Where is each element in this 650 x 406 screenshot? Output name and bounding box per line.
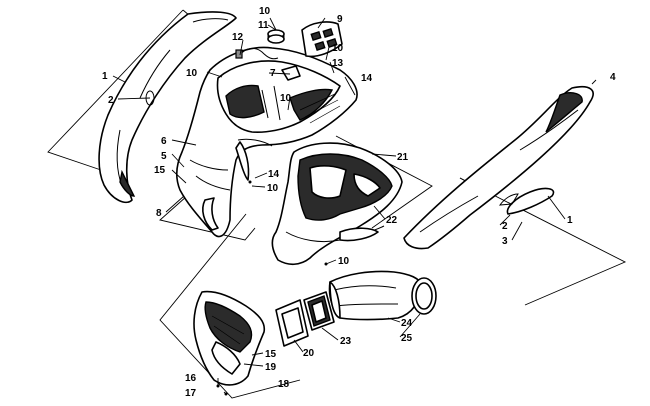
grommet <box>267 29 285 44</box>
headlight-housing <box>301 21 343 58</box>
left-side-panel <box>98 11 237 204</box>
callout-16: 16 <box>185 373 197 384</box>
callout-12: 12 <box>232 32 244 43</box>
air-duct-24 <box>328 270 423 321</box>
callout-22: 22 <box>386 215 398 226</box>
callout-1-left: 1 <box>102 71 108 82</box>
lower-grille-bracket <box>159 213 301 399</box>
callout-10-top: 10 <box>259 6 271 17</box>
callout-10-left: 10 <box>186 68 198 79</box>
callout-14-lower: 14 <box>268 169 280 180</box>
callout-10-right: 10 <box>332 43 344 54</box>
callout-2-left: 2 <box>108 95 114 106</box>
callout-17: 17 <box>185 388 197 399</box>
leader-lines <box>112 17 597 395</box>
callout-14-upper: 14 <box>361 73 373 84</box>
callout-23: 23 <box>340 336 352 347</box>
callout-8: 8 <box>156 208 162 219</box>
callout-13: 13 <box>332 58 344 69</box>
callout-10-mid: 10 <box>280 93 292 104</box>
callout-7: 7 <box>270 68 276 79</box>
callout-10-bottom: 10 <box>338 256 350 267</box>
wire-harness <box>235 47 279 60</box>
callout-labels: 1 2 10 6 5 15 8 12 10 11 9 10 13 14 7 10… <box>102 6 616 399</box>
callout-4: 4 <box>610 72 616 83</box>
callout-21: 21 <box>397 152 409 163</box>
callout-9: 9 <box>337 14 343 25</box>
callout-2-right: 2 <box>502 221 508 232</box>
callout-24: 24 <box>401 318 413 329</box>
clamp-ring-25 <box>411 277 437 315</box>
front-hood <box>159 46 358 241</box>
callout-19: 19 <box>265 362 277 373</box>
lower-grille <box>193 290 266 396</box>
right-side-panel <box>403 86 594 250</box>
callout-25: 25 <box>401 333 413 344</box>
callout-18: 18 <box>278 379 290 390</box>
callout-15-upper: 15 <box>154 165 166 176</box>
callout-1-right: 1 <box>567 215 573 226</box>
callout-11: 11 <box>258 20 269 31</box>
callout-3: 3 <box>502 236 508 247</box>
rubber-seal-20 <box>275 299 309 347</box>
air-box <box>271 142 403 266</box>
callout-20: 20 <box>303 348 315 359</box>
callout-6: 6 <box>161 136 167 147</box>
callout-5: 5 <box>161 151 167 162</box>
callout-15-lower: 15 <box>265 349 277 360</box>
small-bracket-7 <box>281 65 301 81</box>
seal-frame-23 <box>303 291 335 331</box>
callout-10-lower-left: 10 <box>267 183 279 194</box>
